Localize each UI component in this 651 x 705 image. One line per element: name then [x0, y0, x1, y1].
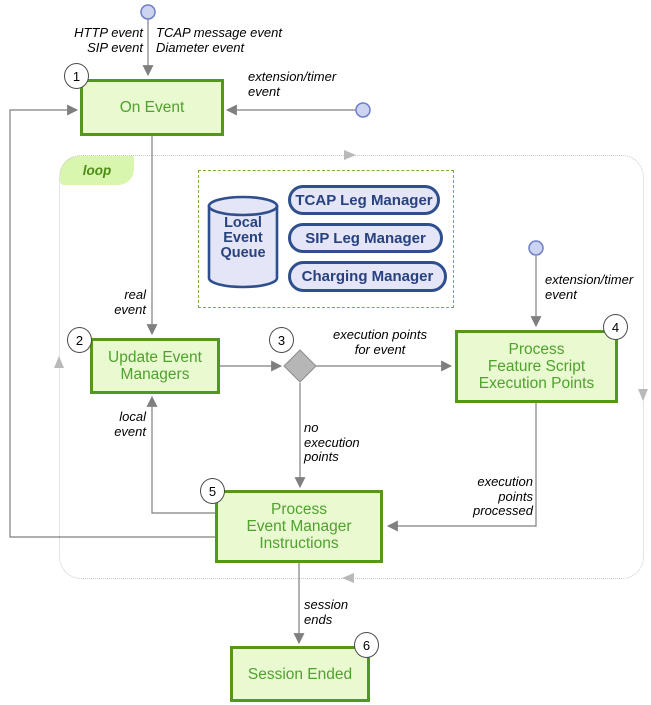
step-badge-3: 3 — [269, 327, 294, 353]
label-execution-points-for-event: execution points for event — [333, 327, 427, 357]
label-no-execution-points: no execution points — [304, 420, 360, 464]
on-event-node: On Event — [80, 79, 224, 136]
step-badge-2: 2 — [67, 327, 92, 353]
process-event-manager-node: Process Event Manager Instructions — [215, 490, 383, 563]
loop-arrow-top-icon — [344, 150, 356, 160]
sip-leg-manager-pill: SIP Leg Manager — [288, 223, 443, 253]
step-badge-1: 1 — [64, 63, 89, 89]
label-real-event: real event — [114, 287, 146, 317]
charging-manager-pill: Charging Manager — [288, 261, 447, 292]
initial-event-circle-top — [140, 4, 156, 20]
process-feature-script-node: Process Feature Script Execution Points — [455, 330, 618, 403]
session-ended-node: Session Ended — [230, 646, 370, 702]
loop-arrow-right-icon — [638, 389, 648, 401]
step-badge-6: 6 — [354, 632, 379, 658]
label-execution-points-processed: execution points processed — [473, 474, 533, 518]
edge-local-event — [146, 395, 215, 514]
update-event-managers-node: Update Event Managers — [90, 338, 220, 394]
loop-direction-arrows — [54, 150, 648, 583]
edge-execution-points-processed — [386, 403, 537, 532]
local-event-queue-label: Local Event Queue — [220, 215, 266, 261]
step-badge-4: 4 — [603, 314, 628, 340]
label-session-ends: session ends — [304, 597, 349, 627]
loop-arrow-bottom-icon — [342, 573, 354, 583]
extension-timer-circle-upper — [355, 102, 371, 118]
label-http-sip-event: HTTP event SIP event — [74, 25, 143, 55]
extension-timer-circle-right — [528, 240, 544, 256]
decision-diamond — [283, 349, 317, 383]
label-local-event: local event — [114, 409, 146, 439]
local-event-queue-cylinder — [207, 195, 279, 289]
tcap-leg-manager-pill: TCAP Leg Manager — [288, 185, 440, 215]
label-extension-timer-event-right: extension/timer event — [545, 272, 634, 302]
label-tcap-diameter-event: TCAP message event Diameter event — [156, 25, 282, 55]
loop-arrow-left-icon — [54, 356, 64, 368]
label-extension-timer-event-upper: extension/timer event — [248, 69, 337, 99]
step-badge-5: 5 — [200, 478, 225, 504]
event-managers-group-box — [198, 170, 454, 308]
edge-loop-back-to-on-event — [9, 104, 215, 538]
